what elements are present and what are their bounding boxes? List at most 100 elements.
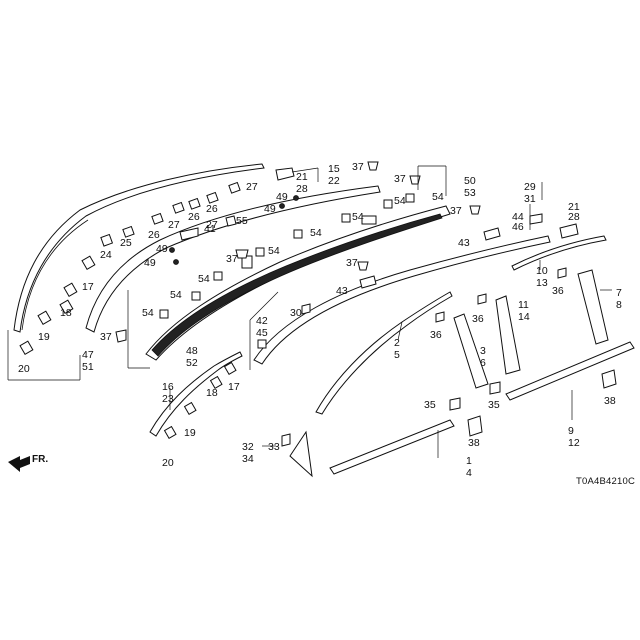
label-17: 17 bbox=[82, 281, 94, 293]
clip-21-28-right bbox=[559, 223, 579, 239]
callout-labels: 15 22 21 28 27 49 49 49 49 26 26 26 27 2… bbox=[18, 161, 622, 479]
clip-21-28-top bbox=[275, 167, 295, 181]
belt-molding-1-4 bbox=[329, 419, 455, 475]
label-54: 54 bbox=[142, 307, 154, 319]
label-54: 54 bbox=[198, 273, 210, 285]
label-37: 37 bbox=[100, 331, 112, 343]
label-16: 16 bbox=[162, 381, 174, 393]
label-38: 38 bbox=[604, 395, 616, 407]
sash-molding-2-5 bbox=[315, 291, 453, 415]
clip-35-group bbox=[449, 381, 501, 411]
bolt-37-center bbox=[235, 175, 481, 271]
group-bracket-left bbox=[7, 330, 81, 381]
label-27: 27 bbox=[206, 219, 218, 231]
label-23: 23 bbox=[162, 393, 174, 405]
label-35: 35 bbox=[424, 399, 436, 411]
clip-43-group bbox=[359, 227, 501, 289]
label-53: 53 bbox=[464, 187, 476, 199]
label-10: 10 bbox=[536, 265, 548, 277]
label-54: 54 bbox=[432, 191, 444, 203]
leader-lines bbox=[169, 167, 612, 458]
label-12: 12 bbox=[568, 437, 580, 449]
label-28: 28 bbox=[296, 183, 308, 195]
label-5: 5 bbox=[394, 349, 400, 361]
label-43: 43 bbox=[458, 237, 470, 249]
label-38: 38 bbox=[468, 437, 480, 449]
label-46: 46 bbox=[512, 221, 524, 233]
clip-25 bbox=[122, 225, 135, 238]
clip-55 bbox=[225, 215, 237, 227]
label-29: 29 bbox=[524, 181, 536, 193]
label-15: 15 bbox=[328, 163, 340, 175]
clip-17-18-19-20-lower bbox=[163, 361, 237, 440]
roof-molding-29-31 bbox=[253, 235, 551, 365]
label-54: 54 bbox=[394, 195, 406, 207]
label-21: 21 bbox=[568, 201, 580, 213]
label-36: 36 bbox=[430, 329, 442, 341]
clip-20-left bbox=[19, 340, 34, 356]
end-cap-38-group bbox=[467, 369, 617, 437]
label-19: 19 bbox=[184, 427, 196, 439]
bracket-41 bbox=[179, 227, 199, 241]
label-37: 37 bbox=[450, 205, 462, 217]
label-19: 19 bbox=[38, 331, 50, 343]
label-26: 26 bbox=[188, 211, 200, 223]
label-37: 37 bbox=[226, 253, 238, 265]
label-20: 20 bbox=[18, 363, 30, 375]
label-1: 1 bbox=[466, 455, 472, 467]
clip-54-group bbox=[159, 193, 415, 319]
label-26: 26 bbox=[148, 229, 160, 241]
label-2: 2 bbox=[394, 337, 400, 349]
label-37: 37 bbox=[394, 173, 406, 185]
label-49: 49 bbox=[276, 191, 288, 203]
label-41: 41 bbox=[204, 223, 216, 235]
label-26: 26 bbox=[206, 203, 218, 215]
clip-33 bbox=[281, 433, 291, 447]
label-32: 32 bbox=[242, 441, 254, 453]
clip-26-group bbox=[151, 181, 241, 225]
label-35: 35 bbox=[488, 399, 500, 411]
roof-rail-assembly-48-52 bbox=[145, 205, 451, 361]
label-9: 9 bbox=[568, 425, 574, 437]
label-24: 24 bbox=[100, 249, 112, 261]
label-11: 11 bbox=[518, 299, 529, 311]
pillar-garnish-11-14 bbox=[495, 295, 521, 375]
label-49: 49 bbox=[156, 243, 168, 255]
front-pillar-molding-16-23 bbox=[149, 351, 243, 437]
label-54: 54 bbox=[268, 245, 280, 257]
label-3: 3 bbox=[480, 345, 486, 357]
label-27: 27 bbox=[246, 181, 258, 193]
label-25: 25 bbox=[120, 237, 132, 249]
label-37: 37 bbox=[352, 161, 364, 173]
label-34: 34 bbox=[242, 453, 254, 465]
label-52: 52 bbox=[186, 357, 198, 369]
label-48: 48 bbox=[186, 345, 198, 357]
label-20: 20 bbox=[162, 457, 174, 469]
clip-17-left bbox=[63, 255, 96, 298]
front-direction-arrow: FR. bbox=[8, 454, 48, 472]
garnish-7-8 bbox=[577, 269, 609, 345]
label-43: 43 bbox=[336, 285, 348, 297]
label-54: 54 bbox=[170, 289, 182, 301]
label-30: 30 bbox=[290, 307, 302, 319]
group-bracket-center bbox=[127, 290, 150, 369]
label-45: 45 bbox=[256, 327, 268, 339]
clip-19-left bbox=[37, 310, 52, 326]
mirror-corner-32-34 bbox=[289, 430, 313, 478]
label-31: 31 bbox=[524, 193, 536, 205]
label-55: 55 bbox=[236, 215, 248, 227]
label-33: 33 bbox=[268, 441, 280, 453]
label-36: 36 bbox=[472, 313, 484, 325]
label-44: 44 bbox=[512, 211, 524, 223]
bolt-37-top bbox=[367, 161, 379, 171]
label-4: 4 bbox=[466, 467, 472, 479]
label-18: 18 bbox=[206, 387, 218, 399]
label-8: 8 bbox=[616, 299, 622, 311]
bolt-37-left bbox=[115, 329, 127, 343]
label-54: 54 bbox=[310, 227, 322, 239]
clip-24 bbox=[100, 233, 114, 247]
roof-molding-47-51 bbox=[13, 163, 265, 333]
label-27: 27 bbox=[168, 219, 180, 231]
front-arrow-label: FR. bbox=[32, 454, 48, 465]
